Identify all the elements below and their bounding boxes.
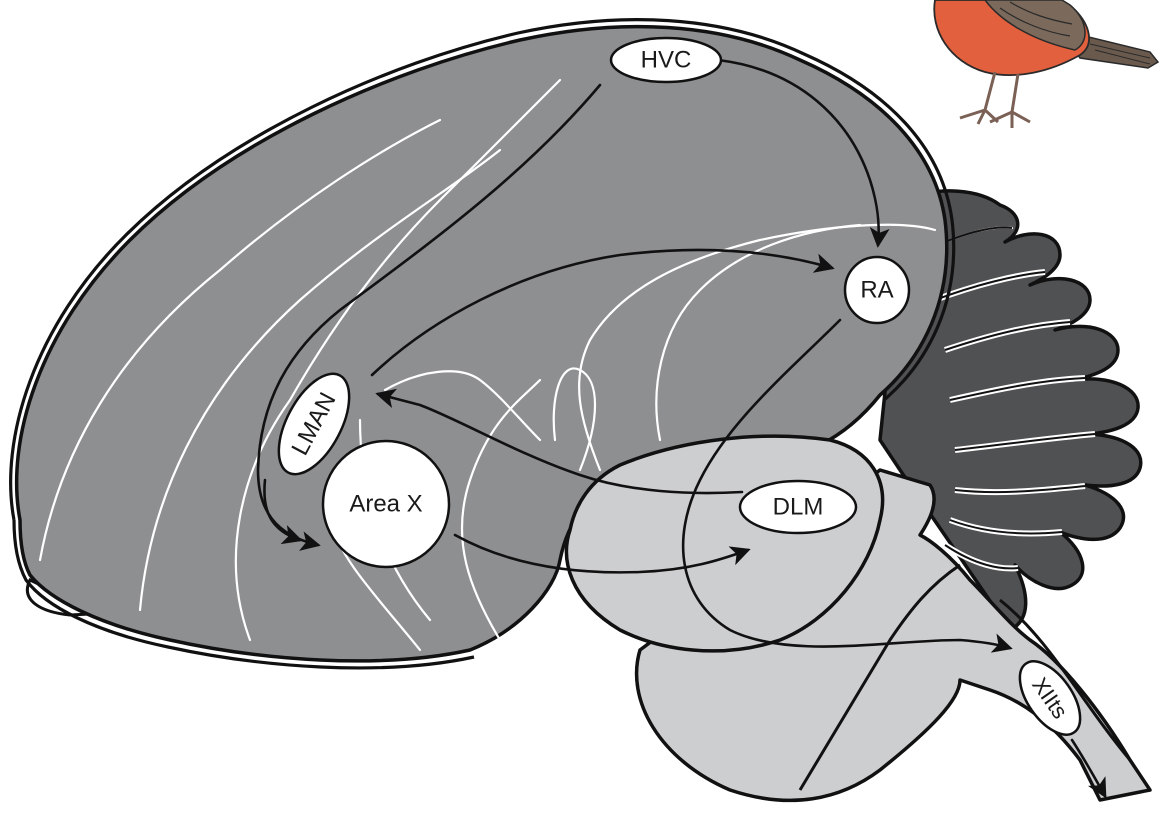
nucleus-area-x: Area X	[323, 441, 449, 567]
songbird-icon	[934, 0, 1158, 128]
nucleus-hvc: HVC	[611, 38, 721, 82]
ra-label: RA	[860, 277, 893, 304]
nucleus-dlm: DLM	[740, 481, 856, 533]
area-x-label: Area X	[349, 491, 422, 518]
hvc-label: HVC	[641, 47, 692, 74]
dlm-label: DLM	[773, 494, 824, 521]
nucleus-ra: RA	[845, 257, 909, 323]
